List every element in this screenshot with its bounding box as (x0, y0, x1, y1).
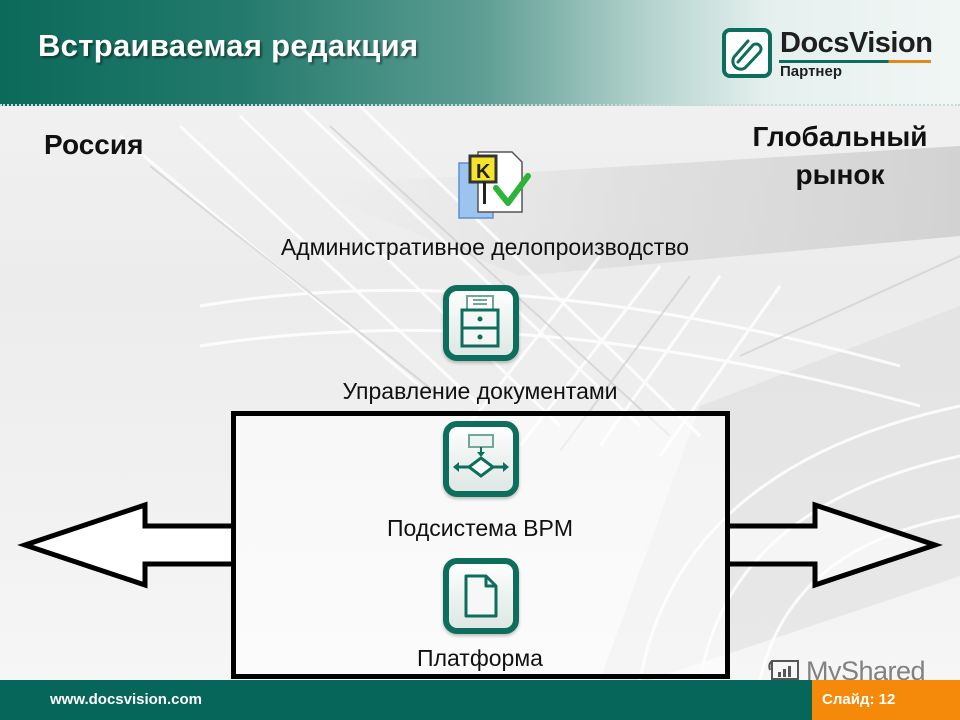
slide-number-badge: Слайд: 12 (812, 680, 960, 720)
footer-bar: www.docsvision.com Слайд: 12 (0, 680, 960, 720)
website-link[interactable]: www.docsvision.com (50, 691, 202, 708)
label-platform: Платформа (417, 645, 543, 671)
page-title: Встраиваемая редакция (38, 28, 419, 63)
logo-box (722, 28, 772, 78)
label-document-management: Управление документами (342, 378, 618, 404)
workflow-icon (443, 421, 519, 497)
label-global-line2: рынок (795, 159, 885, 190)
header-bar: Встраиваемая редакция DocsVision Партнер (0, 0, 960, 106)
label-global-line1: Глобальный (752, 121, 928, 152)
logo-underline (779, 60, 931, 63)
docsvision-logo: DocsVision Партнер (720, 26, 935, 82)
document-check-icon: K (458, 151, 531, 219)
slide-number: Слайд: 12 (822, 691, 896, 708)
label-bpm-subsystem: Подсистема BPM (387, 515, 573, 541)
paperclip-icon (731, 39, 763, 71)
logo-name: DocsVision (780, 27, 933, 59)
logo-subtitle: Партнер (780, 63, 842, 80)
arrow-right-icon (728, 501, 943, 589)
label-global-market: Глобальный рынок (730, 118, 950, 194)
label-russia: Россия (44, 129, 144, 160)
page-icon (443, 558, 519, 634)
arrow-left-icon (17, 501, 233, 589)
file-cabinet-icon (443, 285, 519, 361)
label-admin-records: Административное делопроизводство (280, 234, 690, 260)
svg-text:K: K (476, 161, 491, 183)
